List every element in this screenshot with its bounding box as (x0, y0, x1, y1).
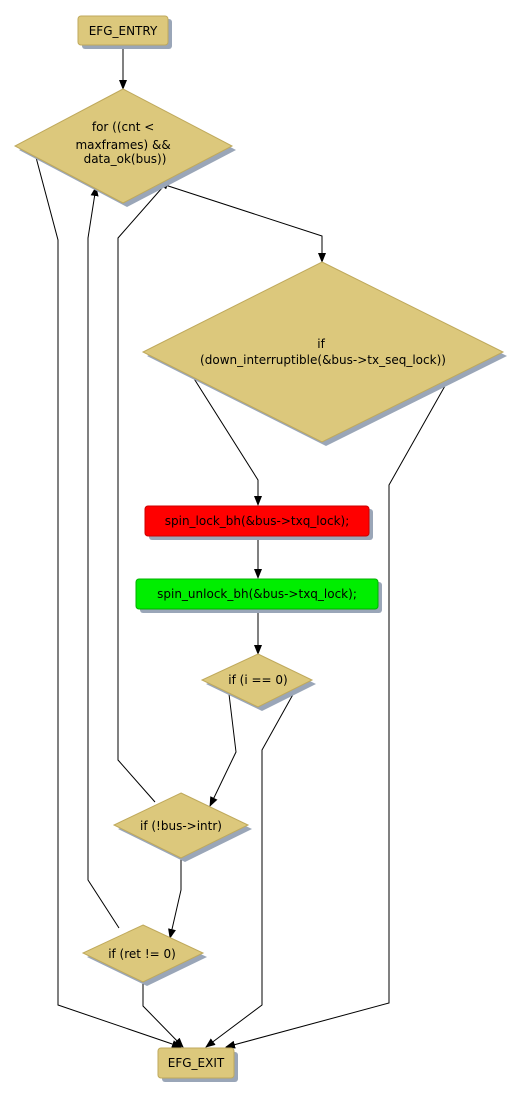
node-if-down-label: if (down_interruptible(&bus->tx_seq_lock… (200, 337, 446, 367)
node-spin-unlock[interactable]: spin_unlock_bh(&bus->txq_lock); (135, 578, 382, 613)
edge-if-down-to-exit (225, 376, 451, 1049)
edge-if-down-to-spin-lock (192, 376, 262, 506)
node-spin-lock[interactable]: spin_lock_bh(&bus->txq_lock); (144, 505, 373, 540)
node-spin-lock-label: spin_lock_bh(&bus->txq_lock); (165, 514, 350, 528)
edges (32, 46, 451, 1049)
node-for-loop-label: for ((cnt < maxframes) && data_ok(bus)) (75, 120, 174, 166)
node-if-down[interactable]: if (down_interruptible(&bus->tx_seq_lock… (141, 261, 507, 446)
node-entry-label: EFG_ENTRY (89, 24, 158, 38)
edge-if-intr-to-if-ret (168, 858, 182, 939)
node-if-intr-label: if (!bus->intr) (140, 819, 222, 833)
node-if-ret-label: if (ret != 0) (108, 947, 176, 961)
edge-if-i-to-exit (205, 688, 297, 1048)
edge-if-i-to-if-intr (209, 693, 237, 807)
node-spin-unlock-label: spin_unlock_bh(&bus->txq_lock); (157, 587, 357, 601)
node-if-ret[interactable]: if (ret != 0) (81, 924, 207, 986)
node-exit[interactable]: EFG_EXIT (157, 1047, 238, 1082)
edge-if-ret-to-exit (142, 982, 184, 1048)
edge-for-to-exit (32, 145, 182, 1048)
edge-if-intr-to-for (117, 179, 170, 803)
node-if-i[interactable]: if (i == 0) (200, 653, 316, 711)
node-exit-label: EFG_EXIT (168, 1056, 225, 1070)
node-entry[interactable]: EFG_ENTRY (77, 15, 172, 49)
edge-for-to-if-down (155, 181, 326, 263)
node-if-intr[interactable]: if (!bus->intr) (112, 792, 252, 862)
edge-if-ret-to-for (87, 186, 120, 929)
node-if-i-label: if (i == 0) (228, 673, 287, 687)
node-for-loop[interactable]: for ((cnt < maxframes) && data_ok(bus)) (13, 88, 236, 207)
